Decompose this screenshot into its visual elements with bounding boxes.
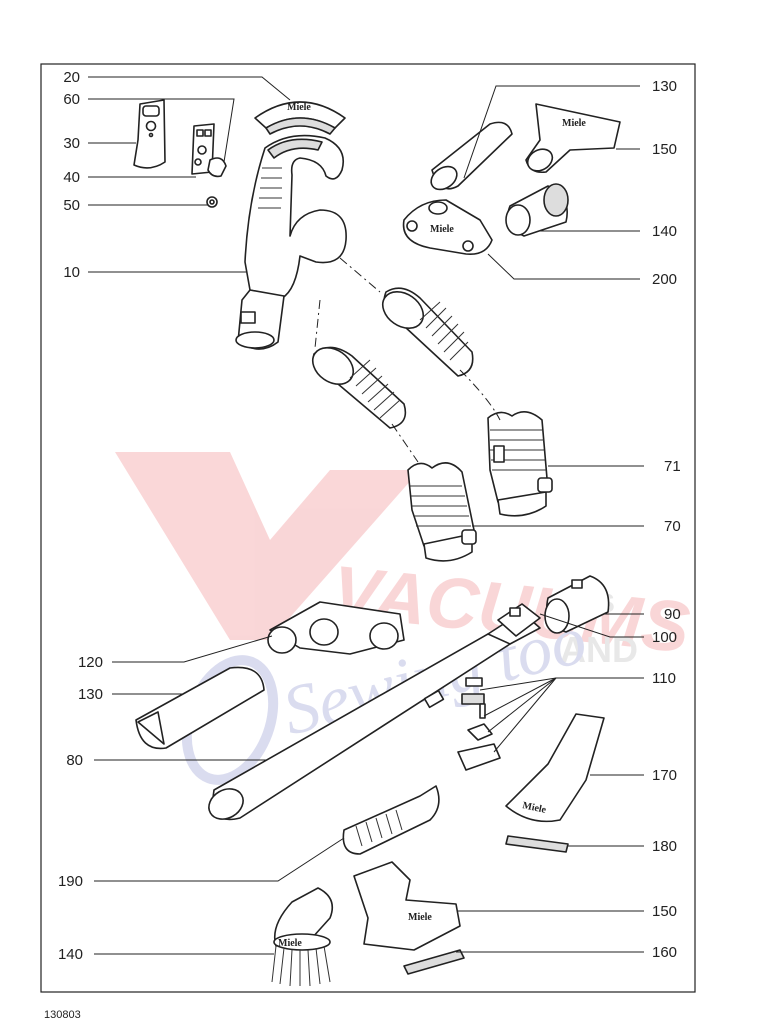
part-50-screw — [206, 196, 218, 208]
diagram-frame — [40, 63, 696, 993]
callout-150: 150 — [652, 141, 677, 158]
part-140-brand: Miele — [278, 938, 302, 949]
callout-20: 20 — [63, 69, 80, 86]
assembly-line-4 — [314, 299, 321, 349]
part-150-upholstery-tool: Miele — [353, 861, 461, 951]
part-60-clip — [207, 157, 227, 178]
assembly-line-2 — [459, 369, 501, 421]
callout-190: 190 — [58, 873, 83, 890]
part-160-strip — [403, 949, 465, 975]
part-140-dusting-brush-top — [505, 183, 569, 237]
callout-130: 130 — [652, 78, 677, 95]
part-150-brand: Miele — [408, 912, 432, 923]
callout-50: 50 — [63, 197, 80, 214]
callout-140: 140 — [652, 223, 677, 240]
part-40-switch-plate — [191, 123, 215, 175]
part-20-cover: Miele — [254, 101, 346, 135]
assembly-line-1 — [339, 257, 381, 293]
part-120-tool-holder — [267, 601, 405, 655]
part-150-upholstery-tool-top: Miele — [525, 103, 621, 174]
watermark: VACUUMS ES AND Sewing too — [115, 452, 693, 785]
part-200-tool-clip: Miele — [402, 199, 493, 256]
part-110-release-button-set — [457, 677, 501, 771]
part-130-crevice-tool — [135, 666, 265, 750]
part-170-brand: Miele — [521, 800, 547, 816]
part-30-panel — [133, 99, 166, 169]
assembly-line-3 — [391, 423, 419, 463]
part-10-handle — [235, 134, 347, 350]
hose-segment-upper — [381, 287, 474, 377]
part-100-adapter — [497, 603, 541, 637]
callout-180: 180 — [652, 838, 677, 855]
callout-150-lower: 150 — [652, 903, 677, 920]
callout-10: 10 — [63, 264, 80, 281]
part-71-swivel — [487, 411, 553, 517]
callout-60: 60 — [63, 91, 80, 108]
part-20-brand: Miele — [287, 102, 311, 113]
callout-160: 160 — [652, 944, 677, 961]
callout-70: 70 — [664, 518, 681, 535]
callout-71: 71 — [664, 458, 681, 475]
leader-lines — [88, 76, 644, 955]
part-170-radiator-brush: Miele — [505, 713, 605, 823]
part-130-crevice-tool-top — [430, 121, 513, 191]
part-190-brush-insert — [342, 785, 440, 855]
callout-140-left: 140 — [58, 946, 83, 963]
callout-110: 110 — [652, 670, 676, 687]
part-150-top-brand: Miele — [562, 118, 586, 129]
callout-120: 120 — [78, 654, 103, 671]
callout-80: 80 — [66, 752, 83, 769]
part-200-brand: Miele — [430, 224, 454, 235]
callout-labels-right: 130 150 140 200 71 70 90 100 110 170 180… — [652, 78, 681, 961]
part-180-brush-strip — [505, 835, 569, 853]
reference-number: 130803 — [44, 1009, 81, 1021]
part-70-swivel — [407, 462, 477, 562]
hose-segment-lower — [311, 346, 407, 429]
callout-130-left: 130 — [78, 686, 103, 703]
callout-170: 170 — [652, 767, 677, 784]
watermark-line2: AND — [560, 629, 638, 670]
callout-40: 40 — [63, 169, 80, 186]
callout-labels-left: 20 60 30 40 50 10 120 130 80 190 140 — [58, 69, 103, 963]
callout-30: 30 — [63, 135, 80, 152]
callout-100: 100 — [652, 629, 677, 646]
callout-90: 90 — [664, 606, 681, 623]
part-140-dusting-brush: Miele — [271, 887, 334, 987]
part-90-sleeve — [544, 575, 610, 634]
callout-200: 200 — [652, 271, 677, 288]
